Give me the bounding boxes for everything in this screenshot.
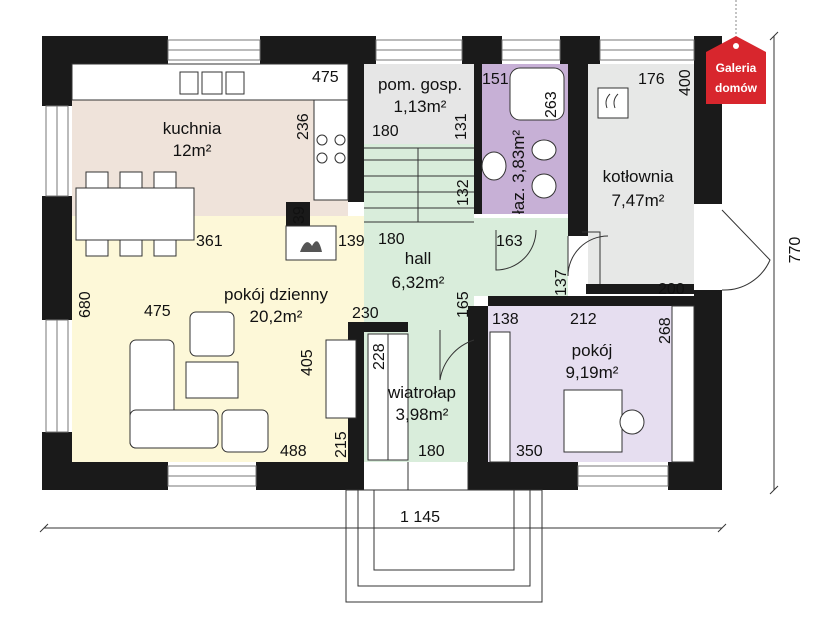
dim-label: 180	[378, 231, 405, 248]
living-area-label: 20,2m²	[250, 307, 303, 326]
dim-label: 215	[333, 431, 350, 458]
dim-label: 488	[280, 443, 307, 460]
galeria-domow-logo[interactable]: Galeria domów	[706, 0, 766, 104]
boiler-name: kotłownia	[603, 167, 674, 186]
dim-label: 151	[482, 71, 509, 88]
dim-label: 236	[295, 113, 312, 140]
dim-label: 361	[196, 233, 223, 250]
pantry-name: pom. gosp.	[378, 75, 462, 94]
dim-label: 180	[372, 123, 399, 140]
bath-label: łaz. 3,83m²	[509, 130, 528, 214]
dimension-lines	[39, 31, 779, 533]
dim-label: 475	[312, 69, 339, 86]
stairs	[364, 147, 474, 223]
boiler-area-label: 7,47m²	[612, 191, 665, 210]
entrance-steps	[345, 489, 543, 603]
dim-label: 176	[638, 71, 665, 88]
kitchen-furniture	[71, 63, 349, 257]
pantry-area-label: 1,13m²	[394, 97, 447, 116]
room-furniture	[489, 305, 695, 463]
vestibule-wardrobe	[367, 333, 409, 461]
dim-label: 180	[418, 443, 445, 460]
overall-depth-label: 770	[787, 237, 804, 264]
vestibule-area-label: 3,98m²	[396, 405, 449, 424]
logo-line1: Galeria	[716, 61, 757, 75]
dim-label: 212	[570, 311, 597, 328]
kitchen-area-label: 12m²	[173, 141, 212, 160]
overall-width-label: 1 145	[400, 509, 440, 526]
pantry-area	[364, 64, 474, 144]
dim-label: 405	[299, 349, 316, 376]
room-name: pokój	[572, 341, 613, 360]
dim-label: 131	[453, 113, 470, 140]
logo-line2: domów	[715, 81, 758, 95]
room-area-label: 9,19m²	[566, 363, 619, 382]
bathroom-fixtures	[481, 67, 565, 199]
vestibule-name: wiatrołap	[387, 383, 456, 402]
dim-label: 228	[371, 343, 388, 370]
fireplace-icon	[285, 225, 337, 261]
dim-label: 138	[492, 311, 519, 328]
dim-label: 163	[496, 233, 523, 250]
dim-label: 350	[516, 443, 543, 460]
dim-label: 263	[543, 91, 560, 118]
dim-label: 475	[144, 303, 171, 320]
dim-label: 139	[338, 233, 365, 250]
living-furniture	[129, 311, 357, 453]
dim-label: 200	[658, 281, 685, 298]
dim-label: 230	[352, 305, 379, 322]
windows	[45, 39, 695, 487]
dim-label: 132	[455, 179, 472, 206]
dim-label: 400	[677, 69, 694, 96]
kitchen-name: kuchnia	[163, 119, 222, 138]
dim-label: 268	[657, 317, 674, 344]
dim-label: 39	[291, 206, 308, 224]
boiler-icon	[597, 87, 629, 119]
hall-name: hall	[405, 249, 431, 268]
hall-area-label: 6,32m²	[392, 273, 445, 292]
dim-label: 137	[553, 269, 570, 296]
hall-area	[364, 144, 568, 322]
dim-label: 680	[77, 291, 94, 318]
living-name: pokój dzienny	[224, 285, 328, 304]
dim-label: 165	[455, 291, 472, 318]
doors	[407, 209, 771, 490]
